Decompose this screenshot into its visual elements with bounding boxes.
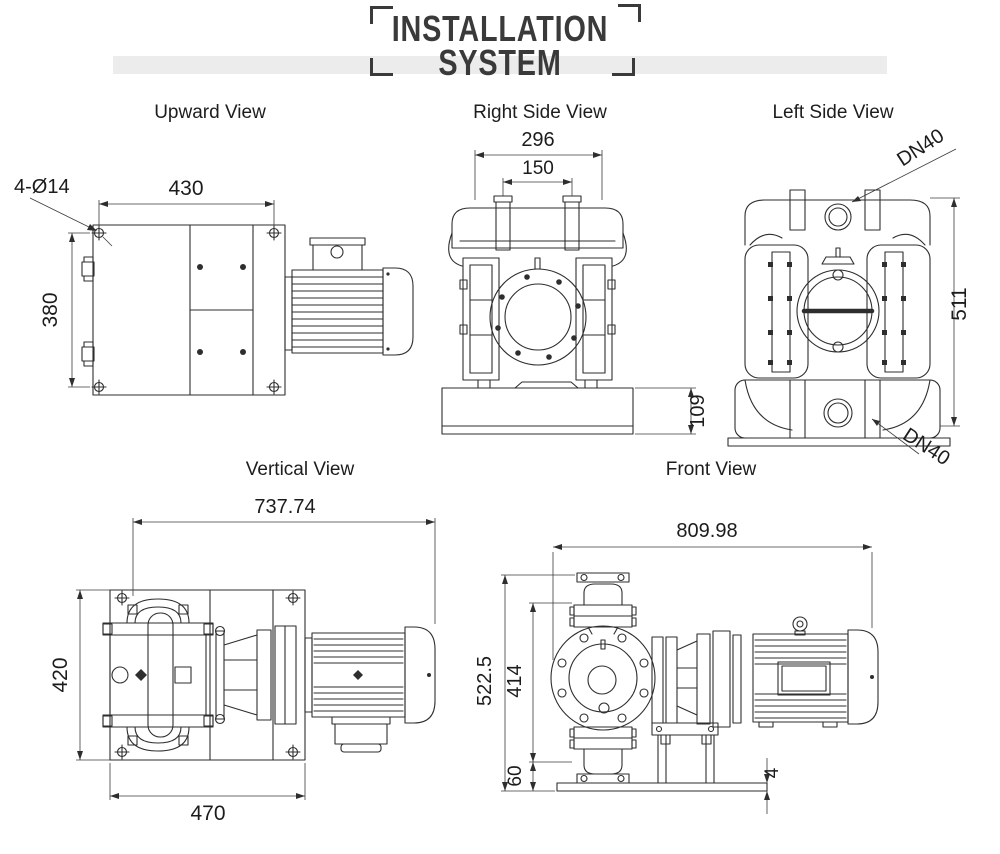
front-view-drawing: 809.98 522.5 414 60 4 [475, 520, 879, 814]
front-dim-port-height: 60 [505, 765, 526, 786]
left-side-dim-height: 511 [948, 287, 971, 320]
upward-motor [284, 237, 414, 356]
bracket-bottom-left-icon [370, 58, 393, 76]
upward-dim-height: 380 [39, 292, 62, 327]
vertical-pump [102, 598, 297, 752]
right-side-view-drawing: 296 150 109 [441, 130, 709, 435]
vertical-dim-overall-length: 737.74 [254, 498, 315, 518]
vertical-view-drawing: 737.74 420 470 [49, 498, 436, 825]
front-baseplate [556, 782, 768, 792]
right-side-base [441, 387, 634, 435]
front-motor [752, 616, 879, 728]
title-highlight-band [113, 56, 887, 74]
front-pump [550, 572, 656, 784]
vertical-dimensions: 737.74 420 470 [49, 498, 436, 825]
vertical-dim-plate-depth: 420 [49, 657, 72, 692]
front-bracket [651, 630, 742, 784]
front-dim-overall-length: 809.98 [676, 520, 737, 542]
page-title-line2: SYSTEM [438, 42, 562, 83]
front-dim-pump-height: 414 [504, 664, 526, 697]
upward-dimensions: 430 380 4-Ø14 [14, 176, 275, 388]
upward-view-drawing: 430 380 4-Ø14 [14, 176, 414, 396]
right-side-dim-port-spacing: 150 [522, 158, 554, 179]
right-side-view-label: Right Side View [473, 102, 607, 123]
right-side-dim-base-height: 109 [687, 394, 709, 427]
bracket-top-right-icon [618, 4, 641, 22]
vertical-dim-plate-width: 470 [190, 802, 225, 825]
left-side-pump [727, 189, 951, 447]
front-dim-overall-height: 522.5 [475, 656, 496, 706]
left-side-dim-top-port: DN40 [893, 128, 948, 171]
upward-dim-width: 430 [168, 177, 203, 200]
left-side-view-drawing: 511 DN40 DN40 [727, 128, 971, 468]
left-side-dim-bottom-port: DN40 [899, 424, 954, 468]
upward-view-label: Upward View [154, 102, 266, 123]
right-side-dimensions: 296 150 109 [474, 130, 709, 435]
page-title-line1: INSTALLATION [391, 8, 609, 49]
right-side-pump [448, 195, 627, 389]
upward-baseplate [81, 224, 286, 396]
front-view-label: Front View [665, 459, 757, 480]
bracket-bottom-right-icon [612, 58, 635, 76]
vertical-motor [304, 626, 436, 753]
upward-dim-holes: 4-Ø14 [14, 176, 70, 198]
right-side-dim-outer-width: 296 [521, 130, 554, 151]
front-dimensions: 809.98 522.5 414 60 4 [475, 520, 873, 814]
bracket-top-left-icon [370, 6, 393, 24]
front-dim-plate-thickness: 4 [762, 767, 783, 778]
left-side-view-label: Left Side View [772, 102, 894, 123]
vertical-view-label: Vertical View [245, 459, 355, 480]
